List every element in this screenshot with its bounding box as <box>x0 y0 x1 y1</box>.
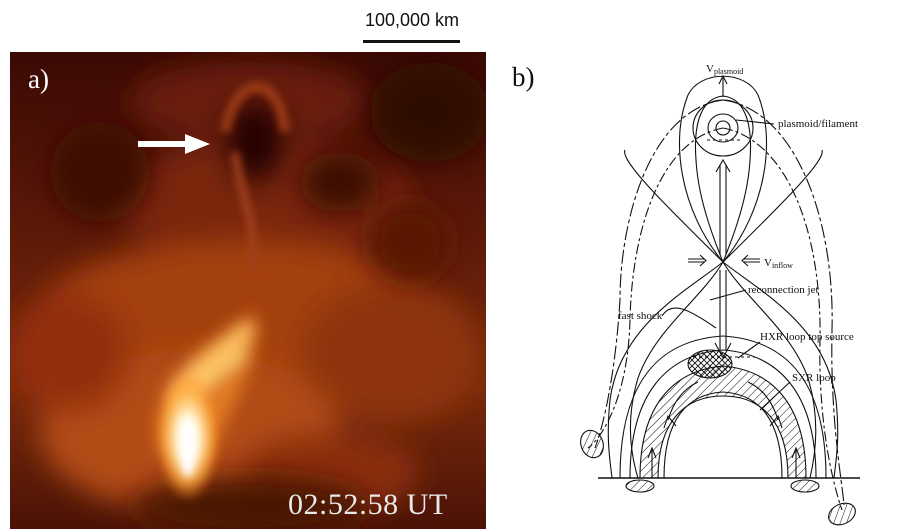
reconnection-jet-label: reconnection jet <box>748 284 819 296</box>
field-lines <box>587 74 860 511</box>
sources <box>580 349 856 526</box>
scale-bar: 100,000 km <box>362 10 462 46</box>
plasmoid-filament-label: plasmoid/filament <box>778 118 858 130</box>
timestamp: 02:52:58 UT <box>288 488 448 521</box>
sxr-loop-label: SXR loop <box>792 372 836 384</box>
solar-image <box>10 52 486 529</box>
scale-label: 100,000 km <box>364 10 460 30</box>
scale-bar-line <box>363 40 460 43</box>
v-plasmoid-label: Vplasmoid <box>706 63 743 76</box>
solar-image-panel <box>10 52 486 529</box>
panel-a-label: a) <box>28 64 49 94</box>
fast-shock-label: fast shock <box>618 310 663 322</box>
hxr-source-label: HXR loop top source <box>760 331 854 343</box>
arrow-icon <box>138 134 210 154</box>
panel-b-label: b) <box>512 62 535 92</box>
reconnection-diagram: Vplasmoid plasmoid/filament Vinflow reco… <box>580 63 860 526</box>
v-inflow-label: Vinflow <box>764 257 793 270</box>
